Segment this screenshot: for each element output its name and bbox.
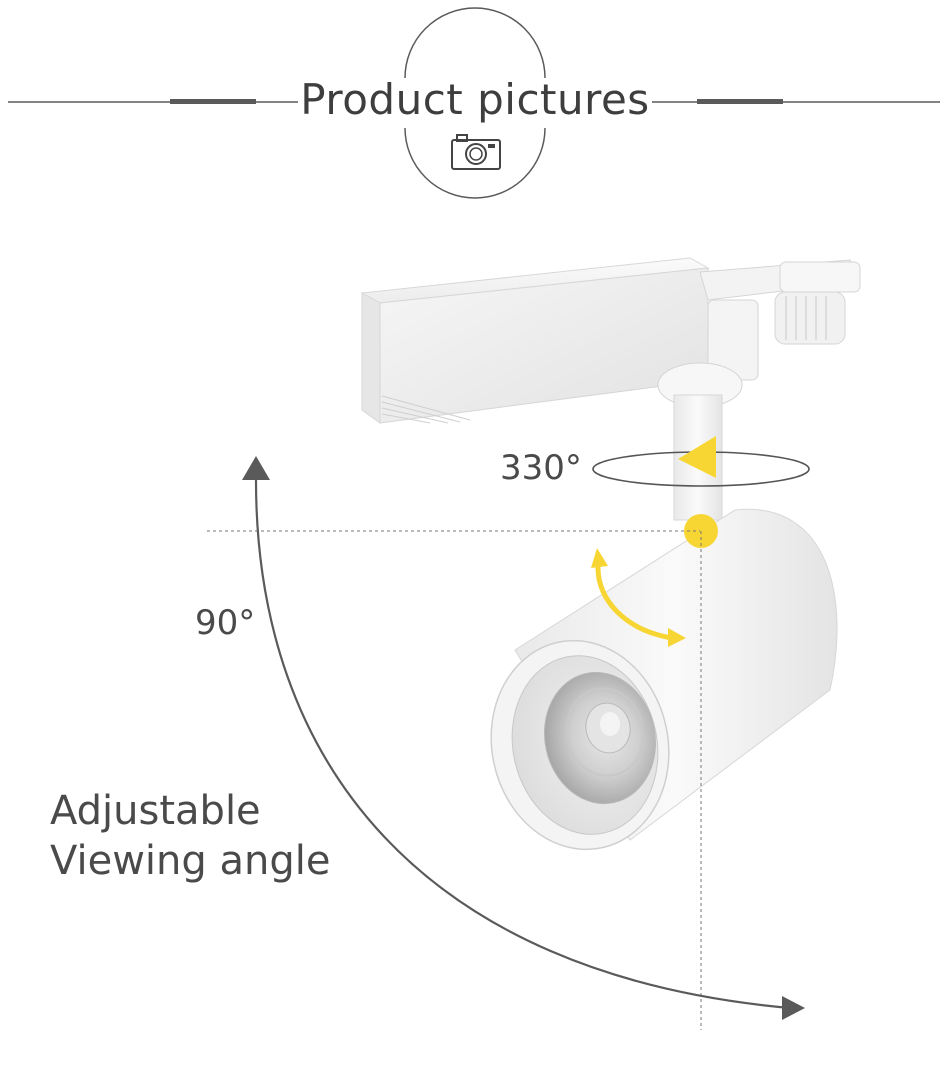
rotation-arrow-icon <box>678 436 716 478</box>
tilt-label: 90° <box>195 603 256 643</box>
lamp-head <box>490 508 838 851</box>
track-adapter <box>699 259 861 345</box>
driver-box <box>360 257 710 424</box>
tilt-arrow-right-icon <box>668 628 686 647</box>
caption-line-2: Viewing angle <box>50 838 331 884</box>
page-title: Product pictures <box>300 75 650 124</box>
caption-line-1: Adjustable <box>50 788 261 834</box>
arrow-right-icon <box>782 996 805 1020</box>
tilt-range-arc <box>254 477 791 1010</box>
tilt-arrow-up-icon <box>591 548 608 568</box>
tilt-arc <box>595 565 675 641</box>
arrow-up-icon <box>242 456 270 480</box>
rotation-label: 330° <box>500 448 582 488</box>
camera-icon <box>451 134 501 170</box>
